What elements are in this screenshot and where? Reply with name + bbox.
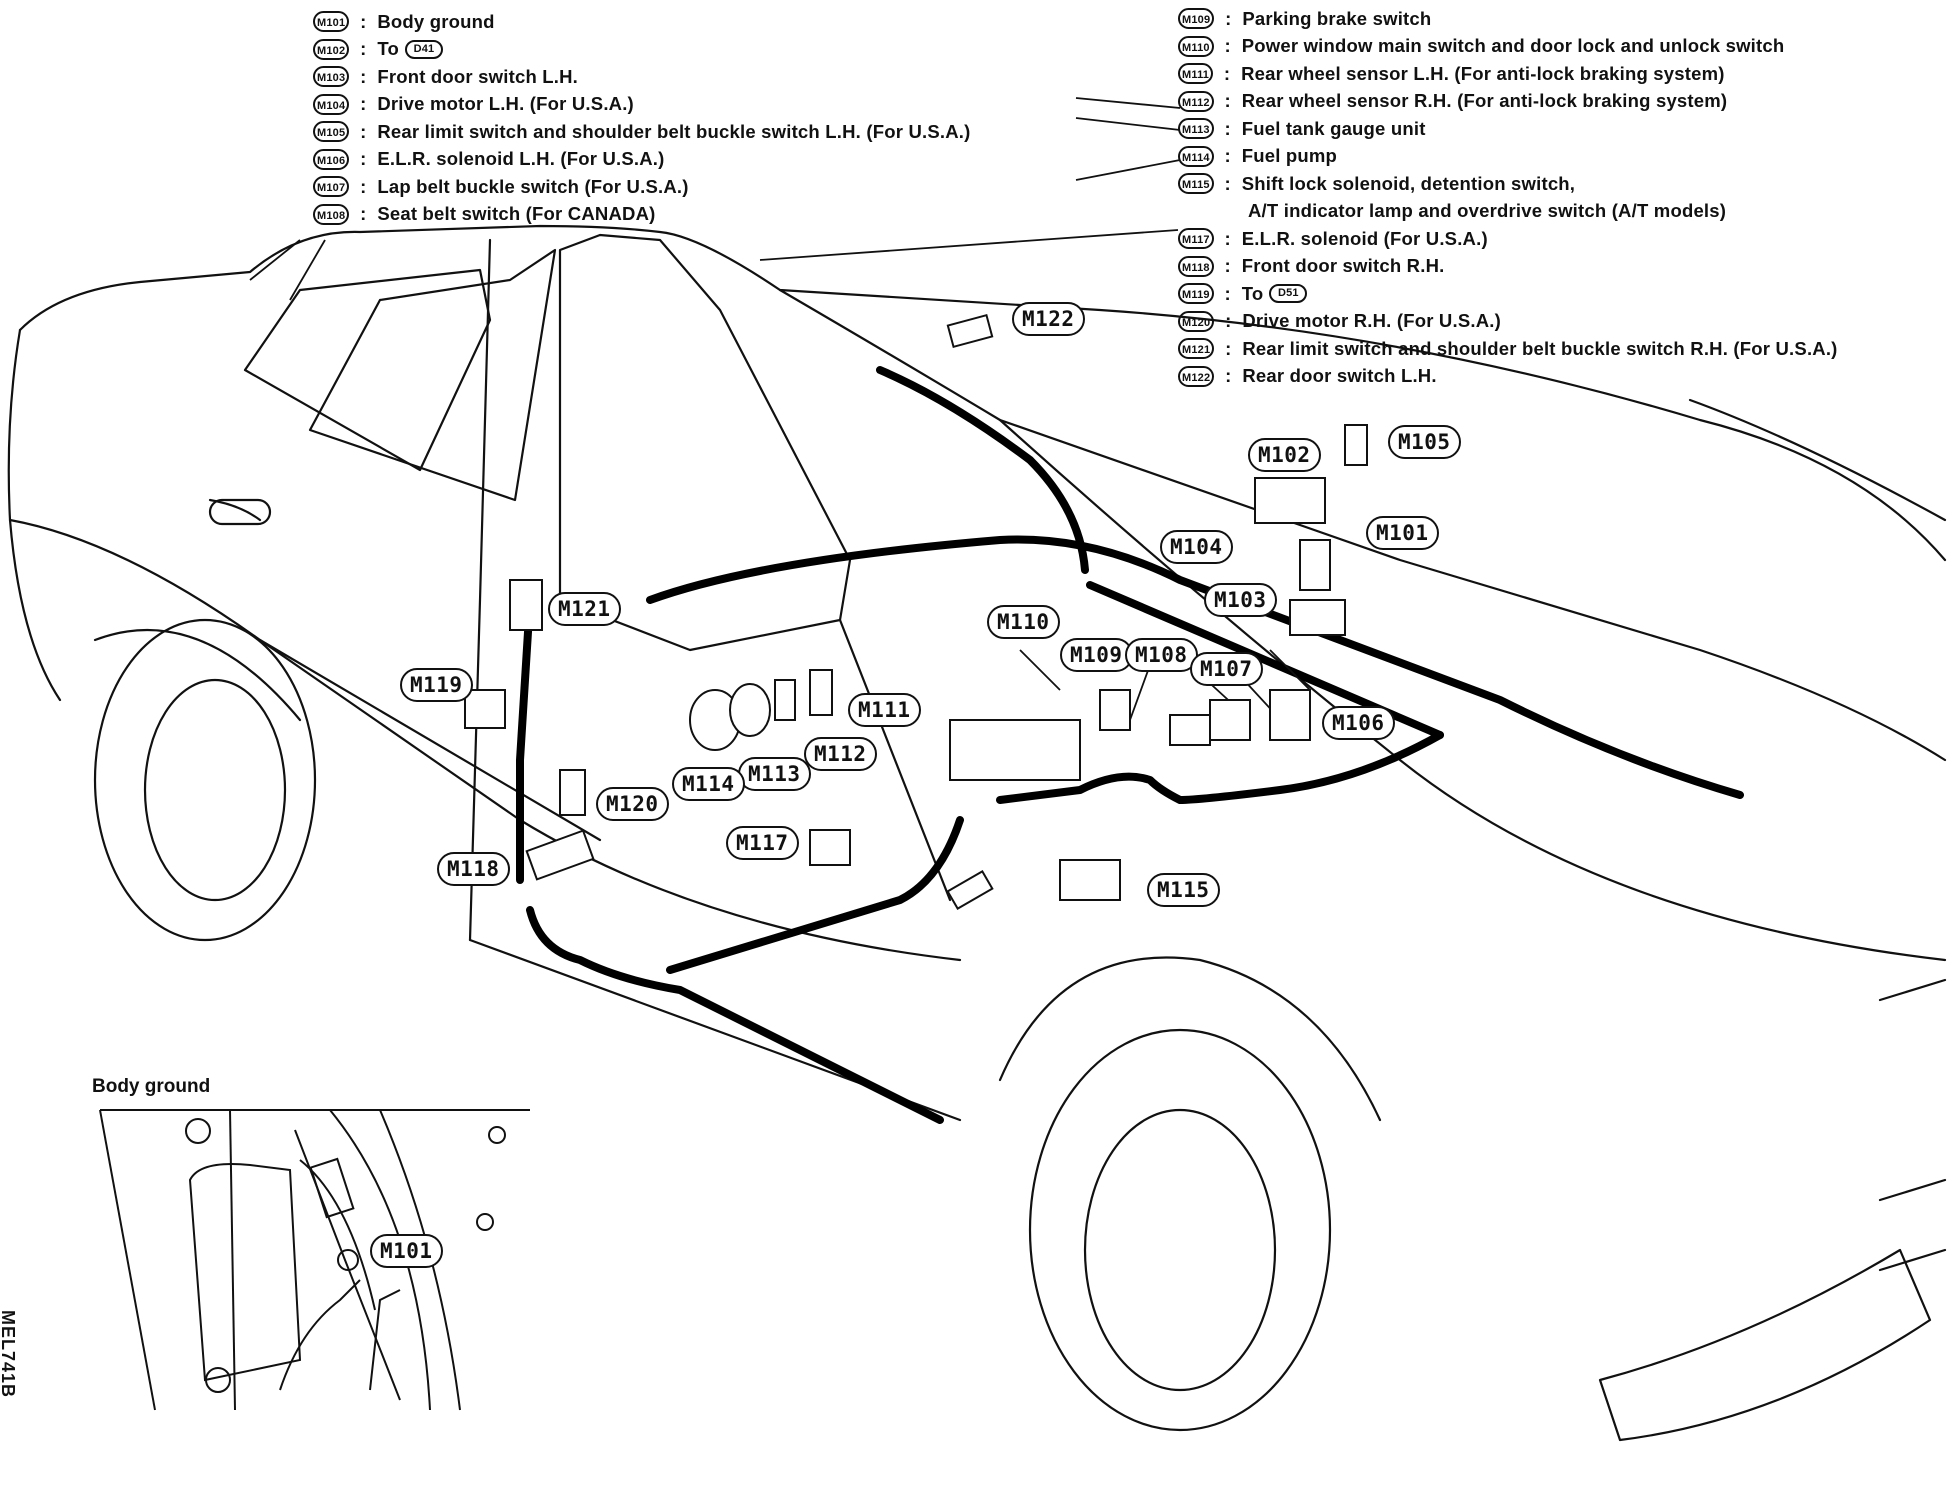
reference-badge: D51: [1269, 284, 1308, 304]
callout-m109: M109: [1060, 638, 1133, 672]
callout-m105: M105: [1388, 425, 1461, 459]
connector-code-badge: M105: [313, 121, 350, 143]
reference-code: MEL741B: [0, 1310, 18, 1399]
connector-code-badge: M113: [1178, 118, 1214, 140]
callout-m118: M118: [437, 852, 510, 886]
legend-item-continuation: A/T indicator lamp and overdrive switch …: [1248, 200, 1727, 222]
callout-m113: M113: [738, 757, 811, 791]
connector-code-badge: M122: [1178, 365, 1215, 387]
legend-item: M113:Fuel tank gauge unit: [1178, 115, 1838, 143]
connector-code-badge: M112: [1178, 90, 1214, 112]
callout-m121: M121: [548, 592, 621, 626]
callout-m111: M111: [848, 693, 921, 727]
connector-code-badge: M111: [1178, 63, 1214, 85]
callout-m108: M108: [1125, 638, 1198, 672]
callout-m120: M120: [596, 787, 669, 821]
callout-m106: M106: [1322, 706, 1395, 740]
connector-code-badge: M101: [313, 11, 350, 33]
legend-item: M101:Body ground: [313, 8, 970, 36]
connector-code-badge: M104: [313, 93, 350, 115]
connector-code-badge: M118: [1178, 255, 1214, 277]
legend-item: M104:Drive motor L.H. (For U.S.A.): [313, 91, 970, 119]
legend-item: M117:E.L.R. solenoid (For U.S.A.): [1178, 225, 1838, 253]
callout-m104: M104: [1160, 530, 1233, 564]
legend-item: M112:Rear wheel sensor R.H. (For anti-lo…: [1178, 88, 1838, 116]
legend-item: M105:Rear limit switch and shoulder belt…: [313, 118, 970, 146]
legend-item: M107:Lap belt buckle switch (For U.S.A.): [313, 173, 970, 201]
connector-code-badge: M114: [1178, 145, 1214, 167]
callout-m107: M107: [1190, 652, 1263, 686]
legend-item: M109:Parking brake switch: [1178, 5, 1838, 33]
legend-item: M106:E.L.R. solenoid L.H. (For U.S.A.): [313, 146, 970, 174]
callout-m101: M101: [1366, 516, 1439, 550]
callout-m115: M115: [1147, 873, 1220, 907]
connector-code-badge: M117: [1178, 228, 1214, 250]
legend-item: M120:Drive motor R.H. (For U.S.A.): [1178, 308, 1838, 336]
callout-m117: M117: [726, 826, 799, 860]
legend-item: M115:Shift lock solenoid, detention swit…: [1178, 170, 1838, 198]
connector-code-badge: M119: [1178, 283, 1214, 305]
connector-code-badge: M121: [1178, 338, 1215, 360]
callout-m119: M119: [400, 668, 473, 702]
callout-m102: M102: [1248, 438, 1321, 472]
callout-m114: M114: [672, 767, 745, 801]
legend-item: M114:Fuel pump: [1178, 143, 1838, 171]
callout-m122: M122: [1012, 302, 1085, 336]
legend-item: M110:Power window main switch and door l…: [1178, 33, 1838, 61]
callout-m110: M110: [987, 605, 1060, 639]
legend-item: M108:Seat belt switch (For CANADA): [313, 201, 970, 229]
callout-m103: M103: [1204, 583, 1277, 617]
callout-m112: M112: [804, 737, 877, 771]
connector-code-badge: M109: [1178, 8, 1215, 30]
connector-code-badge: M102: [313, 38, 350, 60]
legend-item: M118:Front door switch R.H.: [1178, 253, 1838, 281]
connector-code-badge: M120: [1178, 310, 1215, 332]
legend-item: M111:Rear wheel sensor L.H. (For anti-lo…: [1178, 60, 1838, 88]
connector-code-badge: M108: [313, 203, 350, 225]
connector-code-badge: M115: [1178, 173, 1214, 195]
connector-code-badge: M110: [1178, 35, 1214, 57]
connector-code-badge: M103: [313, 66, 350, 88]
legend-item: M121:Rear limit switch and shoulder belt…: [1178, 335, 1838, 363]
inset-title: Body ground: [92, 1076, 211, 1097]
callout-inset-m101: M101: [370, 1234, 443, 1268]
connector-code-badge: M107: [313, 176, 350, 198]
reference-badge: D41: [404, 39, 443, 59]
legend-item: M103:Front door switch L.H.: [313, 63, 970, 91]
connector-code-badge: M106: [313, 148, 350, 170]
legend-item: M122:Rear door switch L.H.: [1178, 363, 1838, 391]
legend-right: M109:Parking brake switch M110:Power win…: [1178, 5, 1838, 390]
